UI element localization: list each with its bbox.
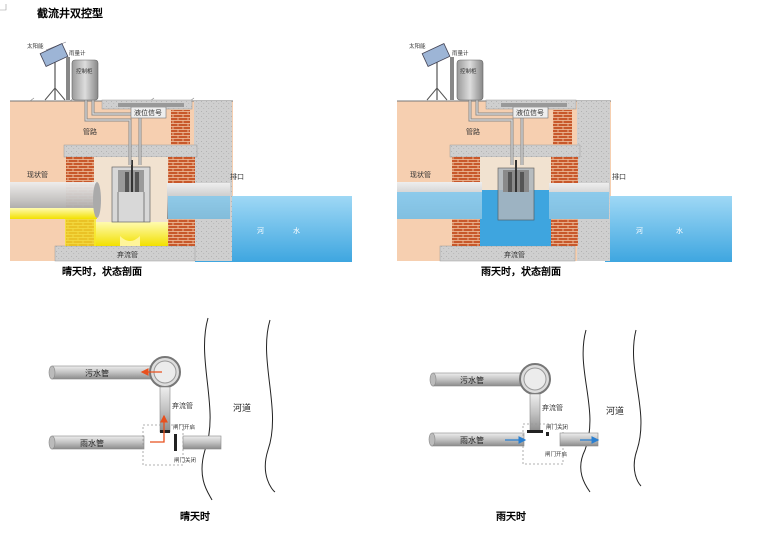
gate-open-icon [546,432,549,436]
rain-water-label: 水 [676,226,683,235]
rain-solar-label: 太阳能 [409,42,426,50]
corner-mark [0,4,7,11]
dry-river-label: 河 [257,227,264,235]
rain-plan-caption: 雨天时 [496,510,526,523]
gate-closed-icon [174,434,177,451]
bypass-pipe [529,393,541,433]
river-bank-left [201,317,213,501]
rain-cabinet-label: 控制柜 [460,67,477,75]
river-bank-left [580,329,591,493]
rain-pipe-label: 管路 [466,127,480,136]
dry-bypass-label: 弃流管 [117,250,138,259]
rain-gauge-icon [66,57,70,100]
page-title: 截流井双控型 [37,6,103,20]
rain-bypass-label: 弃流管 [542,403,563,412]
dry-storm-label: 雨水管 [80,438,104,448]
dry-plan-caption: 晴天时 [180,510,210,523]
dry-water-label: 水 [293,226,300,235]
gate-closed-icon [527,430,543,433]
control-cabinet [456,59,484,101]
dry-sewage-label: 污水管 [85,368,109,378]
dry-gate-closed-label: 闸门关闭 [174,456,196,464]
flow-arrow-icon [150,414,168,443]
dry-river-label: 河道 [233,402,251,414]
rain-level-signal-label: 液位信号 [516,108,544,117]
dry-gate-open-label: 闸门开启 [173,423,195,431]
rain-rain-gauge-label: 雨量计 [452,49,469,57]
dry-pipe-label: 管路 [83,127,97,136]
gate-open-icon [160,430,170,433]
river-bank-right [633,329,642,487]
rain-sewage-label: 污水管 [460,375,484,385]
rain-river-label: 河 [636,227,643,235]
concrete-wall [194,101,232,261]
solar-panel-icon [421,43,451,101]
dry-existing-pipe-label: 现状管 [27,170,48,179]
dry-level-signal-label: 液位信号 [134,108,162,117]
control-cabinet [71,59,99,101]
concrete-wall [577,101,610,261]
rain-cross-section: 太阳能 雨量计 控制柜 管路 液位信号 现状管 排口 河 水 弃流管 雨天时，状… [397,42,732,278]
rain-existing-pipe-label: 现状管 [410,170,431,179]
dry-cross-section: 太阳能 雨量计 控制柜 管路 液位信号 现状管 排口 河 水 弃流管 晴天时，状… [10,41,352,278]
rain-bypass-label: 弃流管 [504,250,525,259]
river-bank-right [264,319,276,493]
rain-gate-closed-label: 闸门关闭 [546,423,568,431]
dry-plan-view: 污水管 雨水管 弃流管 闸门开启 闸门关闭 河道 晴天时 [48,317,276,523]
rain-storm-label: 雨水管 [460,435,484,445]
rain-section-caption: 雨天时，状态剖面 [481,265,561,278]
dry-cabinet-label: 控制柜 [76,67,93,75]
dry-rain-gauge-label: 雨量计 [69,49,86,57]
dry-section-caption: 晴天时，状态剖面 [62,265,142,278]
rain-plan-view: 污水管 雨水管 弃流管 闸门关闭 闸门开启 河道 雨天时 [428,329,642,523]
solar-panel-icon [39,41,69,101]
dry-bypass-label: 弃流管 [172,401,193,410]
rain-gauge-icon [450,57,454,100]
rain-outlet-label: 排口 [612,172,626,181]
rain-gate-open-label: 闸门开启 [545,450,567,458]
dry-solar-label: 太阳能 [27,42,44,50]
dry-outlet-label: 排口 [230,172,244,181]
rain-river-label: 河道 [606,405,624,417]
cover-slab [449,144,581,158]
